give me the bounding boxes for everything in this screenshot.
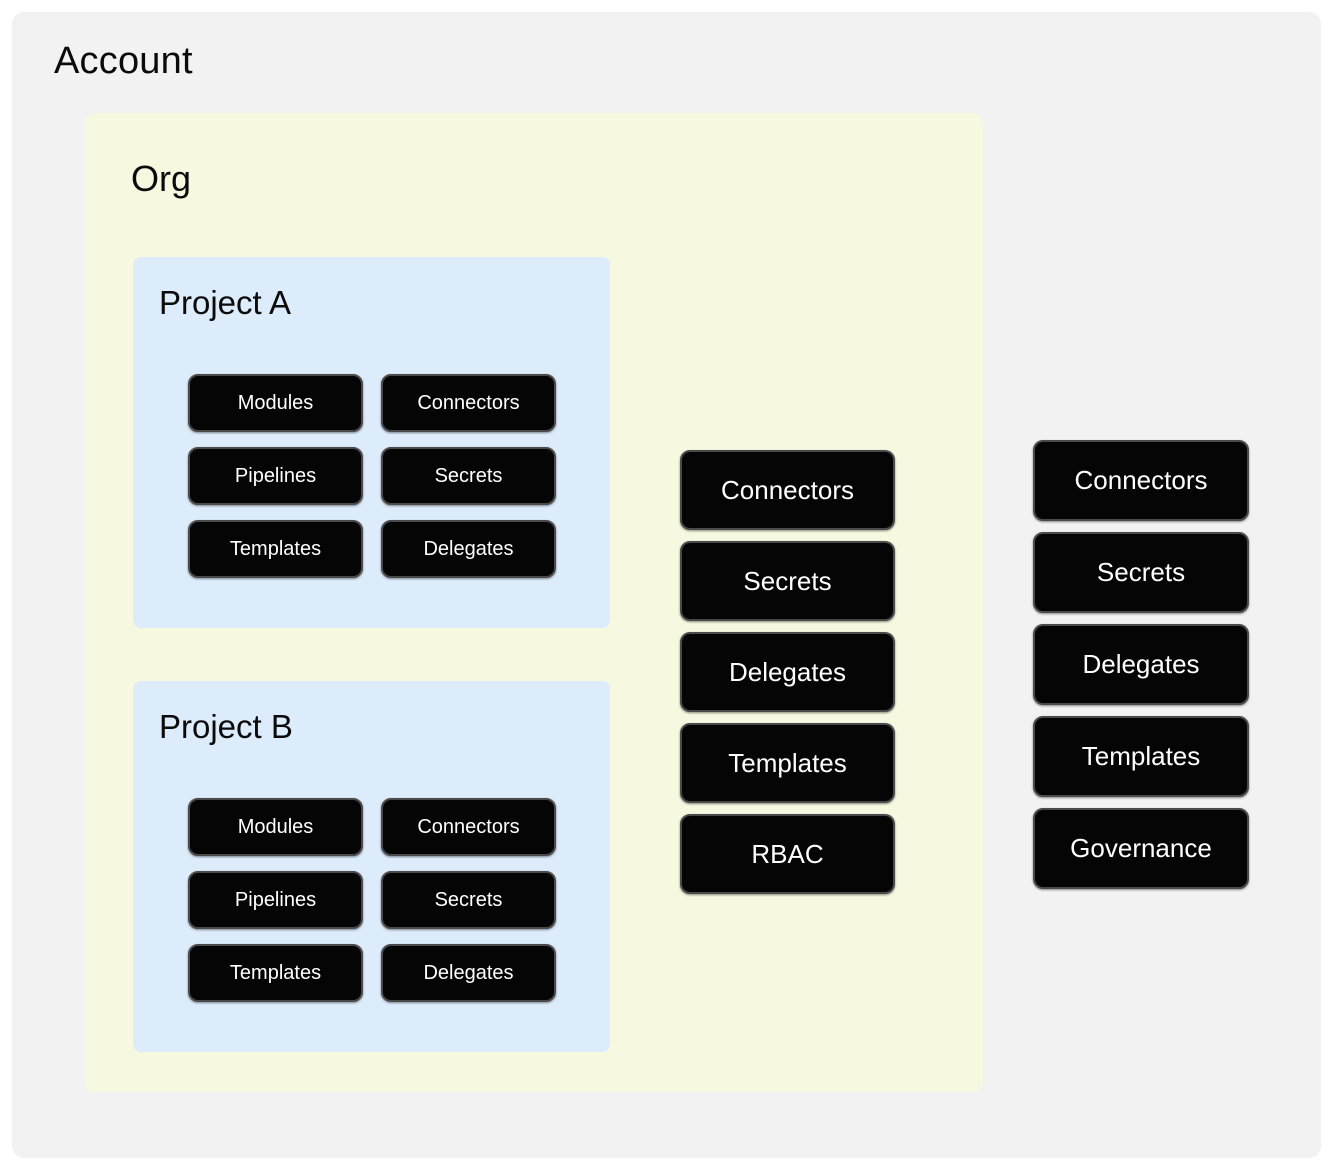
project-b-resource-grid: Modules Connectors Pipelines Secrets Tem… — [188, 798, 556, 1002]
account-resource-connectors[interactable]: Connectors — [1033, 440, 1249, 521]
project-a-resource-pipelines[interactable]: Pipelines — [188, 447, 363, 505]
org-scope-title: Org — [131, 158, 192, 199]
project-b-resource-modules[interactable]: Modules — [188, 798, 363, 856]
project-b-resource-connectors[interactable]: Connectors — [381, 798, 556, 856]
project-b-resource-pipelines[interactable]: Pipelines — [188, 871, 363, 929]
project-b-resource-templates[interactable]: Templates — [188, 944, 363, 1002]
account-resource-delegates[interactable]: Delegates — [1033, 624, 1249, 705]
diagram-canvas: Account Org Project A Modules Connectors… — [12, 12, 1321, 1158]
project-a-resource-modules[interactable]: Modules — [188, 374, 363, 432]
project-a-resource-delegates[interactable]: Delegates — [381, 520, 556, 578]
account-resource-secrets[interactable]: Secrets — [1033, 532, 1249, 613]
account-scope-title: Account — [54, 40, 193, 82]
account-resource-governance[interactable]: Governance — [1033, 808, 1249, 889]
org-resource-templates[interactable]: Templates — [680, 723, 895, 803]
project-a-title: Project A — [159, 284, 292, 321]
account-resource-templates[interactable]: Templates — [1033, 716, 1249, 797]
project-b-title: Project B — [159, 708, 293, 745]
project-b-resource-delegates[interactable]: Delegates — [381, 944, 556, 1002]
project-a-resource-grid: Modules Connectors Pipelines Secrets Tem… — [188, 374, 556, 578]
org-resource-rbac[interactable]: RBAC — [680, 814, 895, 894]
org-resource-secrets[interactable]: Secrets — [680, 541, 895, 621]
org-resource-delegates[interactable]: Delegates — [680, 632, 895, 712]
project-a-resource-secrets[interactable]: Secrets — [381, 447, 556, 505]
project-a-resource-connectors[interactable]: Connectors — [381, 374, 556, 432]
project-a-container: Project A Modules Connectors Pipelines S… — [133, 257, 610, 628]
project-a-resource-templates[interactable]: Templates — [188, 520, 363, 578]
org-resource-column: Connectors Secrets Delegates Templates R… — [680, 450, 895, 894]
org-resource-connectors[interactable]: Connectors — [680, 450, 895, 530]
project-b-container: Project B Modules Connectors Pipelines S… — [133, 681, 610, 1052]
project-b-resource-secrets[interactable]: Secrets — [381, 871, 556, 929]
account-resource-column: Connectors Secrets Delegates Templates G… — [1033, 440, 1249, 889]
